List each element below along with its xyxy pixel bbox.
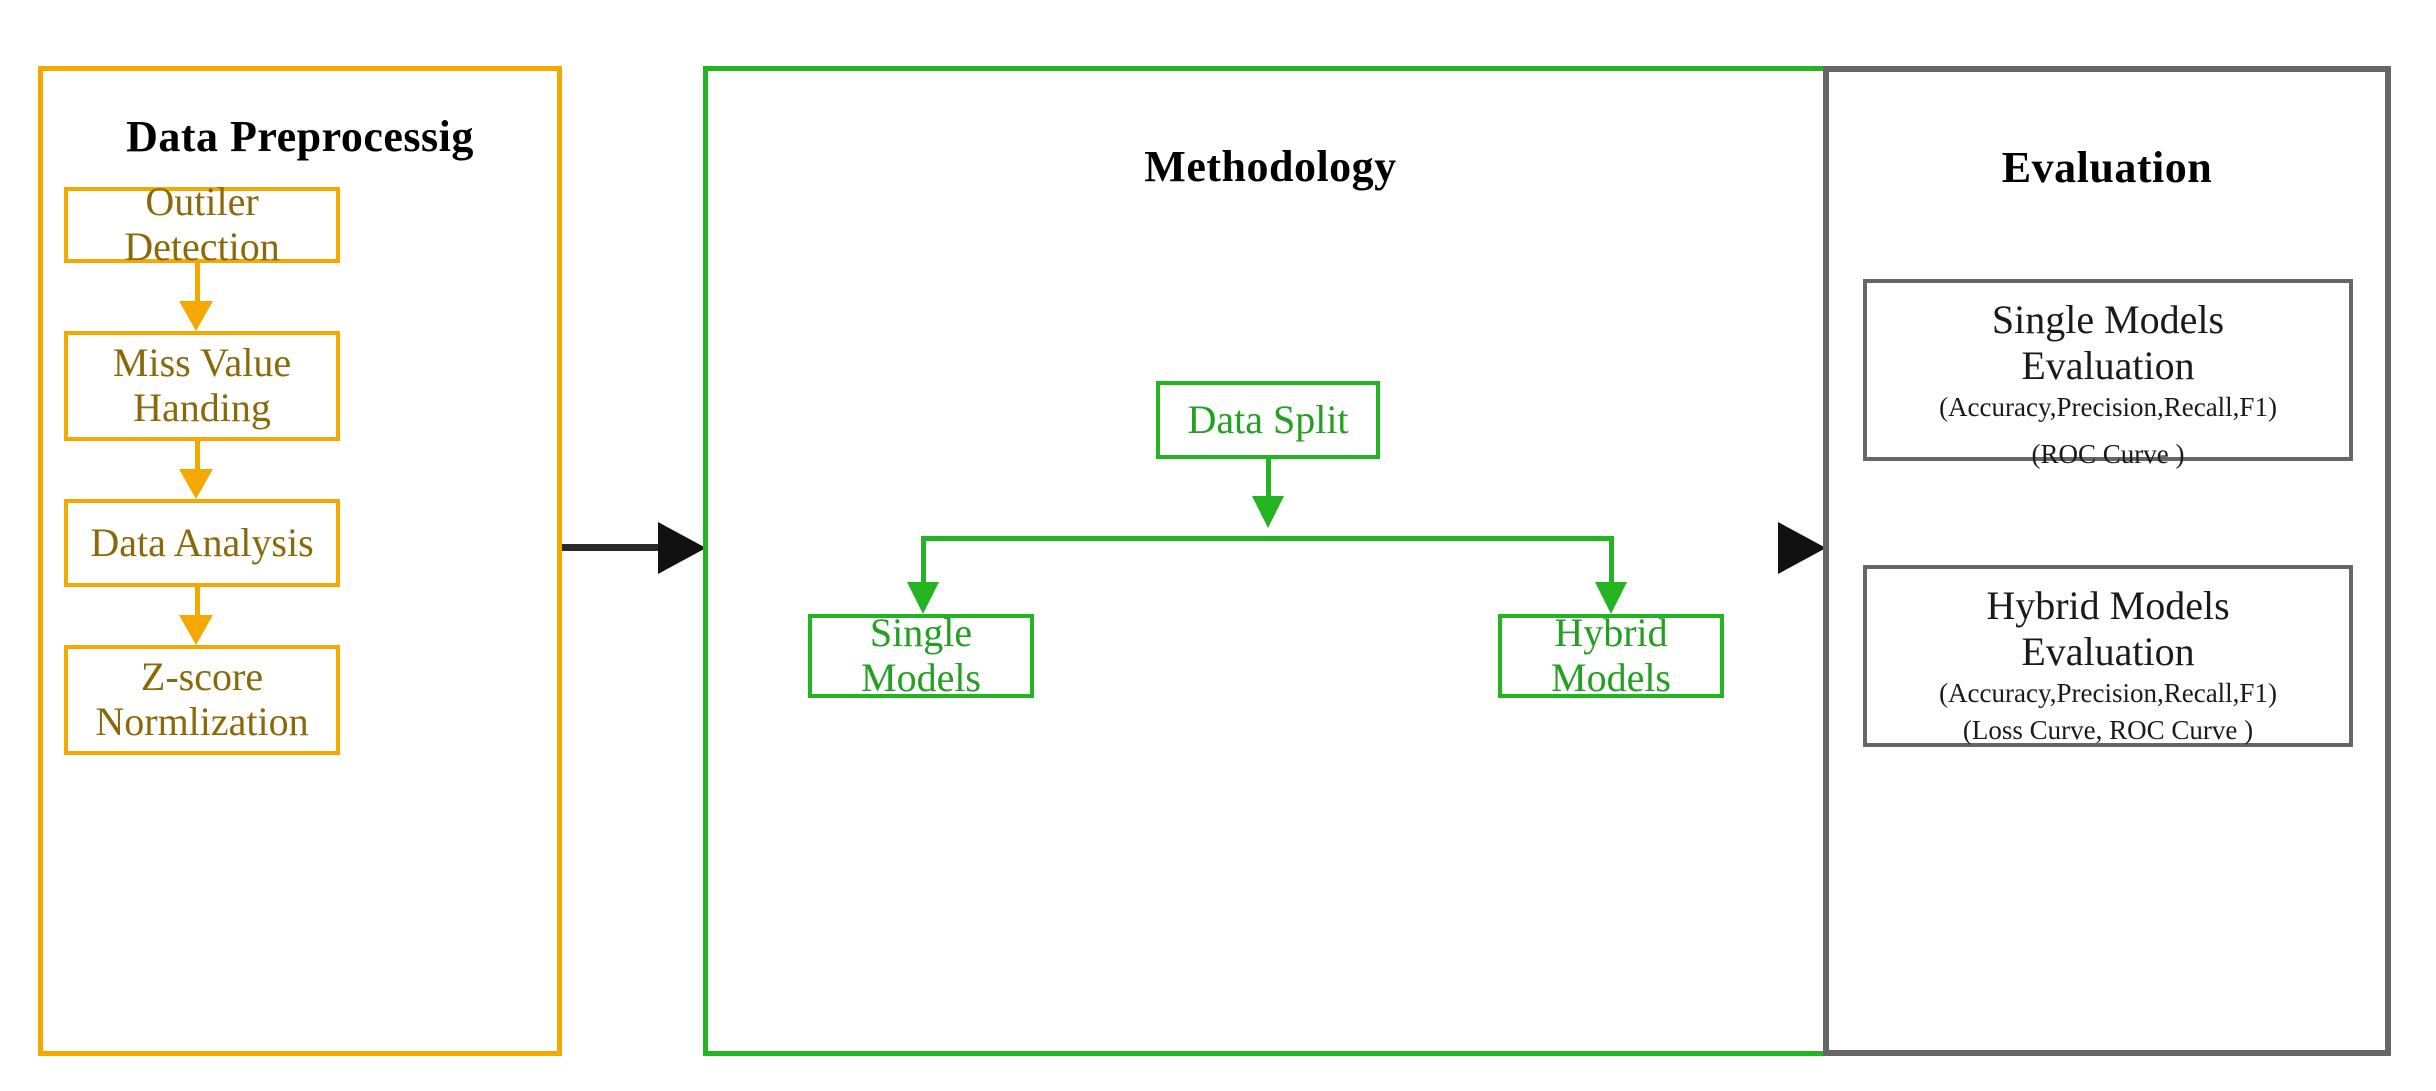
connector-branch-right-line (1609, 536, 1614, 586)
connector-datasplit-stem-arrowhead (1252, 496, 1284, 528)
connector-branch-left-line (921, 536, 926, 586)
connector-branch-left-arrowhead (907, 582, 939, 614)
connector-preprocessing-to-methodology-arrowhead (658, 522, 706, 574)
node-hybrid-models[interactable]: Hybrid Models (1498, 610, 1724, 700)
connector-analysis-to-zscore-line (195, 587, 200, 619)
node-data-analysis-label: Data Analysis (90, 519, 314, 565)
panel-title-data-preprocessing: Data Preprocessig (126, 112, 474, 161)
connector-outlier-to-missvalue-arrowhead (179, 301, 213, 331)
connector-preprocessing-to-methodology-line (562, 544, 676, 551)
panel-title-evaluation: Evaluation (2001, 143, 2213, 192)
node-single-models[interactable]: Single Models (808, 610, 1034, 700)
node-data-analysis[interactable]: Data Analysis (64, 499, 340, 587)
node-single-models-evaluation-curves: (ROC Curve ) (2031, 438, 2185, 469)
node-missing-value-handling-label-line1: Miss Value (112, 340, 292, 386)
node-single-models-evaluation-title-line2: Evaluation (2021, 342, 2195, 388)
connector-datasplit-stem (1266, 459, 1271, 500)
node-hybrid-models-evaluation-metrics: (Accuracy,Precision,Recall,F1) (1939, 678, 2277, 709)
node-single-models-evaluation[interactable]: Single Models Evaluation (Accuracy,Preci… (1863, 279, 2353, 469)
connector-outlier-to-missvalue-line (195, 263, 200, 305)
panel-evaluation: Evaluation Single Models Evaluation (Acc… (1823, 66, 2391, 1056)
node-data-split-label: Data Split (1187, 396, 1349, 442)
connector-branch-right-arrowhead (1595, 582, 1627, 614)
node-outlier-detection[interactable]: Outiler Detection (64, 179, 340, 269)
connector-datasplit-branch-bar (921, 536, 1614, 541)
node-hybrid-models-label: Hybrid Models (1551, 610, 1671, 700)
node-single-models-evaluation-title-line1: Single Models (1991, 297, 2225, 342)
connector-missvalue-to-analysis-arrowhead (179, 469, 213, 499)
node-zscore-normalization[interactable]: Z-score Normlization (64, 645, 340, 755)
node-outlier-detection-label: Outiler Detection (124, 179, 280, 269)
node-single-models-label: Single Models (861, 610, 981, 700)
panel-methodology: Methodology Data Split Single Models Hyb… (703, 66, 1838, 1056)
node-hybrid-models-evaluation-curves: (Loss Curve, ROC Curve ) (1962, 714, 2254, 745)
node-missing-value-handling[interactable]: Miss Value Handing (64, 331, 340, 441)
connector-analysis-to-zscore-arrowhead (179, 615, 213, 645)
node-hybrid-models-evaluation[interactable]: Hybrid Models Evaluation (Accuracy,Preci… (1863, 565, 2353, 747)
node-zscore-normalization-label-line2: Normlization (95, 699, 309, 744)
panel-data-preprocessing: Data Preprocessig Outiler Detection Miss… (38, 66, 562, 1056)
node-hybrid-models-evaluation-title-line1: Hybrid Models (1986, 583, 2230, 628)
node-single-models-evaluation-metrics: (Accuracy,Precision,Recall,F1) (1939, 392, 2277, 423)
node-zscore-normalization-label-line1: Z-score (140, 654, 264, 700)
node-data-split[interactable]: Data Split (1156, 381, 1380, 459)
panel-title-methodology: Methodology (1144, 142, 1397, 191)
node-missing-value-handling-label-line2: Handing (133, 385, 271, 430)
connector-missvalue-to-analysis-line (195, 441, 200, 473)
connector-methodology-to-evaluation-arrowhead (1778, 522, 1826, 574)
node-hybrid-models-evaluation-title-line2: Evaluation (2021, 628, 2195, 674)
